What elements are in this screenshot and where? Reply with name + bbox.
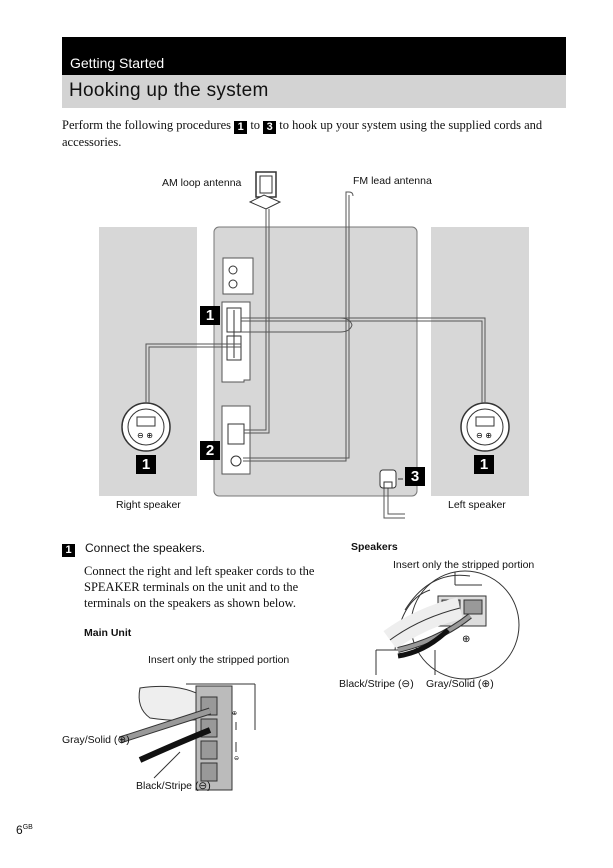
page-title-text: Hooking up the system [69,80,269,101]
step-1-body: Connect the right and left speaker cords… [84,564,315,610]
speaker-closeup: ⊕ [375,570,520,680]
left-speaker-cord [241,317,486,403]
svg-text:⊖ ⊕: ⊖ ⊕ [137,431,153,440]
intro-paragraph: Perform the following procedures 1 to 3 … [62,117,562,151]
step-1-section: 1 Connect the speakers. Connect the righ… [62,541,322,611]
right-speaker-cord [145,343,241,403]
step-1-heading: 1 Connect the speakers. [62,541,322,557]
page-number-value: 6 [16,823,23,837]
speakers-gray-label: Gray/Solid (⊕) [426,678,494,690]
main-unit-gray-label: Gray/Solid (⊕) [62,734,130,746]
svg-text:⊕: ⊕ [462,634,470,645]
am-antenna-label: AM loop antenna [162,177,242,189]
step-1-badge-unit: 1 [200,306,220,325]
am-antenna-cord [244,209,267,431]
speakers-insert-label: Insert only the stripped portion [393,559,535,571]
step-1-badge-left-speaker: 1 [474,455,494,474]
step-2-badge: 2 [200,441,220,460]
fm-antenna-cord [243,191,349,462]
intro-step-start-badge: 1 [234,121,248,134]
power-cord [383,486,405,519]
page-number-suffix: GB [22,824,33,831]
step-1-badge-right-speaker: 1 [136,455,156,474]
page-title: Hooking up the system [62,75,566,108]
main-unit-heading: Main Unit [84,627,132,639]
main-unit-black-label: Black/Stripe (⊖) [136,780,211,792]
svg-text:⊕: ⊕ [232,710,237,717]
left-speaker-label: Left speaker [448,499,506,511]
main-unit-insert-label: Insert only the stripped portion [148,654,290,666]
intro-text-before: Perform the following procedures [62,118,232,132]
intro-text-after: to hook up your system using the supplie… [62,118,543,149]
svg-text:⊖: ⊖ [234,755,239,762]
intro-step-end-badge: 3 [263,121,277,134]
speakers-heading: Speakers [351,541,398,553]
step-1-heading-text: Connect the speakers. [85,541,206,555]
am-loop-antenna [248,171,282,210]
step-3-badge: 3 [405,467,425,486]
main-unit-closeup: ⊕ ⊖ [118,683,256,791]
right-speaker-terminal: ⊖ ⊕ [121,402,171,452]
intro-text-middle: to [250,118,261,132]
speakers-black-label: Black/Stripe (⊖) [339,678,414,690]
step-1-number-badge: 1 [62,544,75,557]
section-header-text: Getting Started [70,55,165,71]
unit-jack-panel [222,257,254,295]
section-header: Getting Started [62,37,566,75]
main-unit-back [213,226,418,497]
left-speaker-terminal: ⊖ ⊕ [460,402,510,452]
svg-text:⊖ ⊕: ⊖ ⊕ [476,431,492,440]
page-number: 6GB [16,823,33,837]
fm-antenna-label: FM lead antenna [353,175,432,187]
right-speaker-label: Right speaker [116,499,181,511]
